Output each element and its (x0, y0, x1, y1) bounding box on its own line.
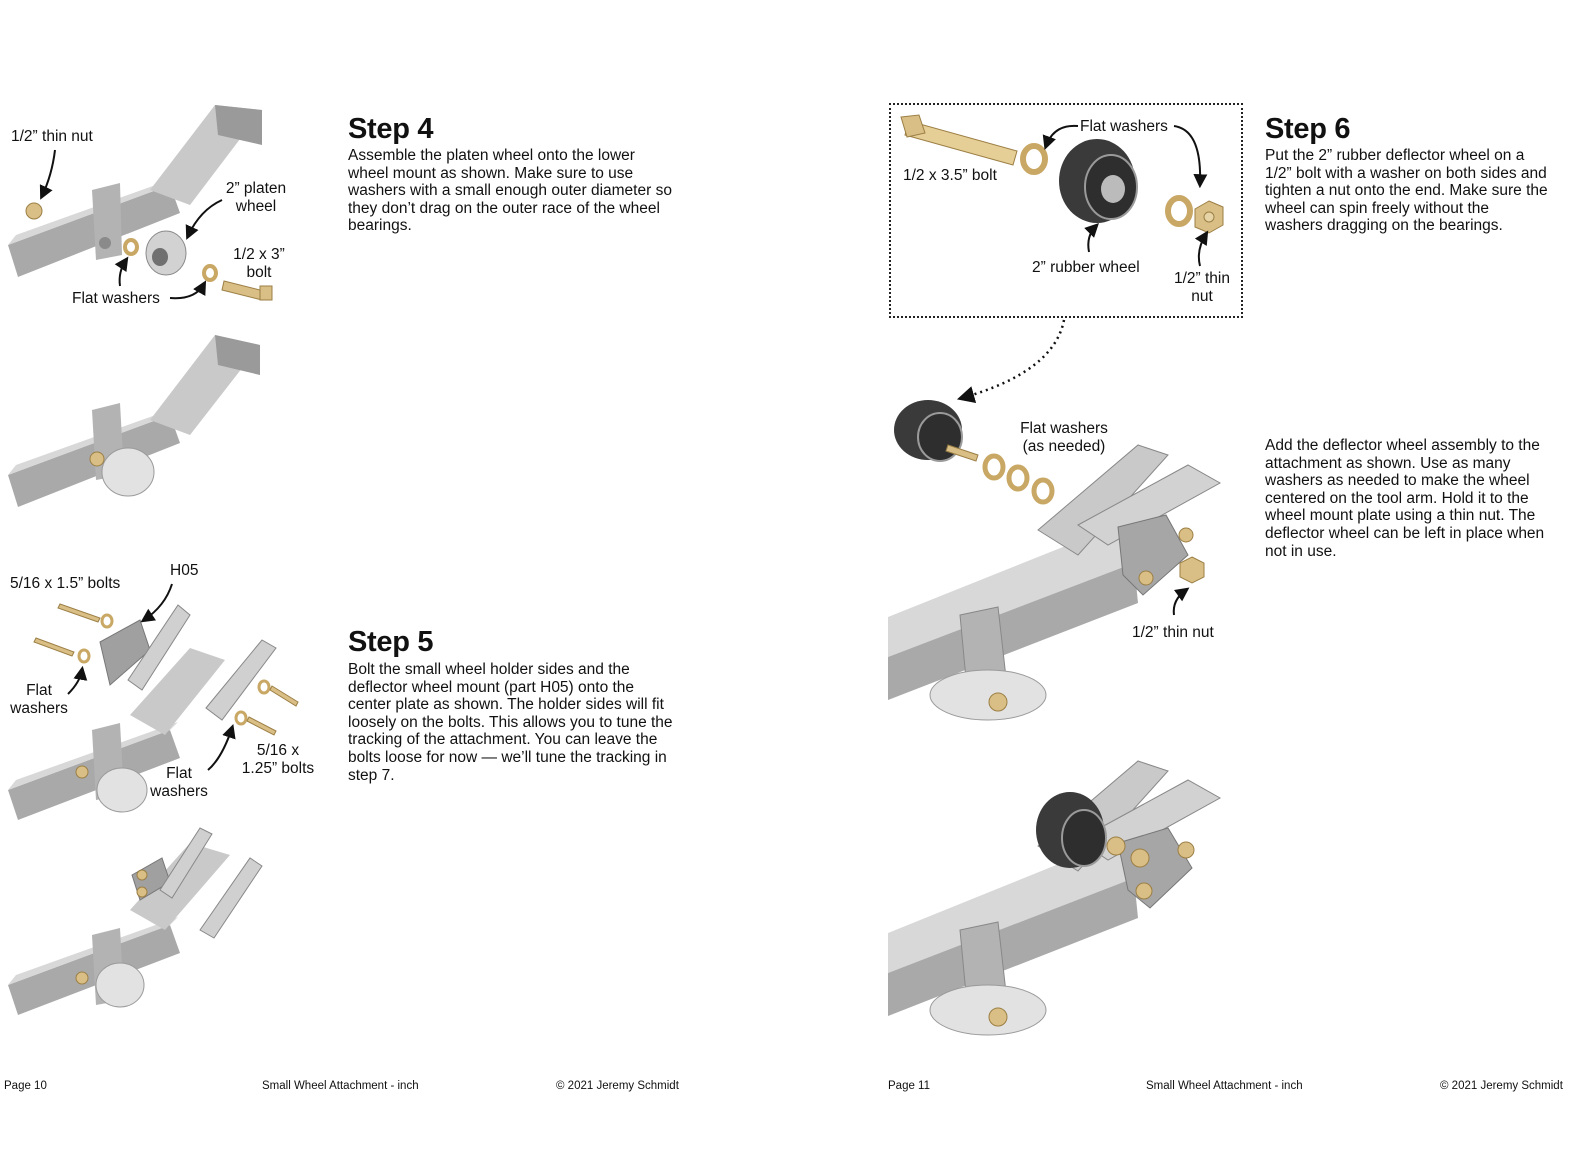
step6-wheel-assembly-illustration (900, 114, 1224, 234)
label-flat-washers-b: Flat washers (150, 765, 208, 800)
label-bolt-3-5: 1/2 x 3.5” bolt (903, 167, 997, 184)
footer-doc-title: Small Wheel Attachment - inch (262, 1080, 419, 1092)
footer-doc-title: Small Wheel Attachment - inch (1146, 1080, 1303, 1092)
step4-exploded-illustration (8, 105, 273, 301)
step5-text: Bolt the small wheel holder sides and th… (348, 661, 673, 784)
step6-title: Step 6 (1265, 113, 1351, 145)
label-bolts-1-5: 5/16 x 1.5” bolts (10, 575, 121, 592)
step4-text: Assemble the platen wheel onto the lower… (348, 147, 672, 235)
dotted-arrow-icon (956, 319, 1066, 404)
step4-arrows (39, 149, 223, 300)
step6-text-2: Add the deflector wheel assembly to the … (1265, 437, 1545, 560)
step4-assembled-illustration (8, 335, 260, 507)
step5-title: Step 5 (348, 626, 434, 658)
footer-copyright: © 2021 Jeremy Schmidt (1440, 1080, 1563, 1092)
label-part-h05: H05 (170, 562, 199, 579)
step6-nut-arrow (1172, 587, 1190, 616)
step5-assembled-illustration (8, 827, 263, 1015)
label-thin-nut: 1/2” thin nut (11, 128, 93, 145)
footer-page-number: Page 11 (888, 1080, 930, 1092)
step6-inset-box (889, 103, 1243, 318)
step4-title: Step 4 (348, 113, 434, 145)
step6-text: Put the 2” rubber deflector wheel on a 1… (1265, 147, 1548, 235)
step6-assembled-illustration (888, 760, 1222, 1036)
step6-exploded-illustration (888, 400, 1222, 721)
label-flat-washers-a: Flat washers (10, 682, 68, 717)
label-platen-wheel: 2” platen wheel (225, 180, 287, 215)
label-thin-nut: 1/2” thin nut (1173, 270, 1230, 305)
step6-arrows (956, 124, 1209, 404)
label-bolts-1-25: 5/16 x 1.25” bolts (241, 742, 315, 777)
label-flat-washers: Flat washers (1080, 118, 1168, 135)
footer-copyright: © 2021 Jeremy Schmidt (556, 1080, 679, 1092)
step5-arrows (67, 583, 236, 771)
page-10: 1/2” thin nut 2” platen wheel 1/2 x 3” b… (0, 0, 790, 1158)
footer-page-number: Page 10 (4, 1080, 47, 1092)
label-thin-nut-2: 1/2” thin nut (1132, 624, 1214, 641)
label-flat-washers: Flat washers (72, 290, 160, 307)
step5-exploded-illustration (8, 603, 299, 820)
label-flat-washers-as-needed: Flat washers (as needed) (1020, 420, 1108, 455)
page-11: Flat washers 1/2 x 3.5” bolt 2” rubber w… (884, 0, 1588, 1158)
label-bolt: 1/2 x 3” bolt (233, 246, 285, 281)
label-rubber-wheel: 2” rubber wheel (1032, 259, 1140, 276)
